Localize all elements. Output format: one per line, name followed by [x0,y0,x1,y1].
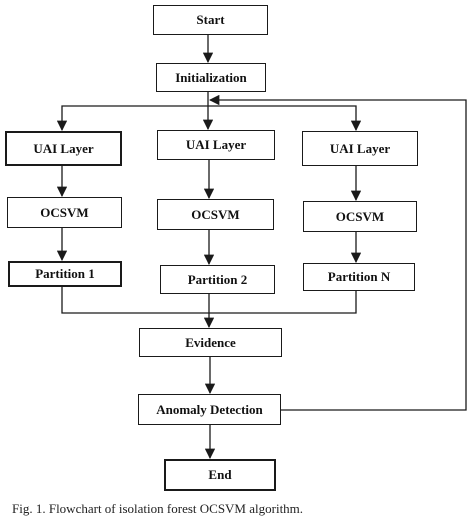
node-partition-2: Partition 2 [160,265,275,294]
node-evidence: Evidence [139,328,282,357]
node-ocsvm-3: OCSVM [303,201,417,232]
node-ocsvm-1: OCSVM [7,197,122,228]
node-ocsvm-2: OCSVM [157,199,274,230]
node-uai-layer-3: UAI Layer [302,131,418,166]
node-start: Start [153,5,268,35]
node-partition-1: Partition 1 [8,261,122,287]
node-initialization: Initialization [156,63,266,92]
node-anomaly-detection: Anomaly Detection [138,394,281,425]
edge-init-uai1 [56,105,208,132]
node-end: End [164,459,276,491]
node-uai-layer-1: UAI Layer [5,131,122,166]
node-uai-layer-2: UAI Layer [157,130,275,160]
node-partition-n: Partition N [303,263,415,291]
edge-anomaly-feedback [208,94,467,411]
edge-init-uai3 [208,105,362,132]
figure-caption: Fig. 1. Flowchart of isolation forest OC… [12,501,304,516]
